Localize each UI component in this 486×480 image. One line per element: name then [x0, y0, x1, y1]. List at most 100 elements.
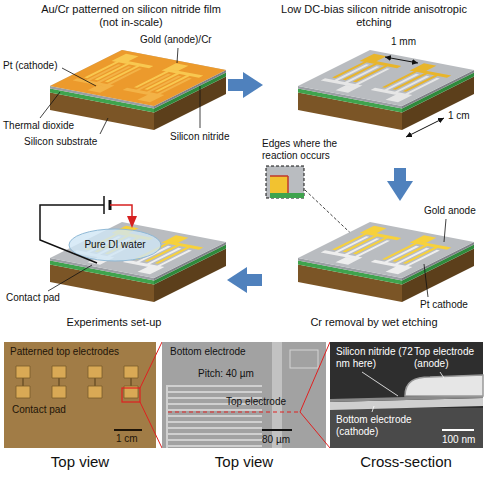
- micrograph-label: Bottom electrode: [170, 346, 246, 358]
- black-wire: [40, 205, 104, 263]
- top-electrode-band: [272, 342, 282, 448]
- part-label: Gold anode: [424, 205, 476, 217]
- leader-line: [440, 372, 444, 378]
- zoom-inset: [266, 166, 304, 198]
- scale-bar-label: 1 cm: [116, 433, 138, 445]
- zoom-line: [300, 342, 330, 412]
- micrograph-label: Silicon nitride (72 nm here): [336, 346, 416, 370]
- chip-slab: [298, 222, 474, 302]
- dimension-line: [406, 118, 444, 137]
- scale-bar: [114, 429, 142, 431]
- step-caption: Experiments set-up: [0, 316, 228, 329]
- part-label: Pt (cathode): [3, 60, 57, 72]
- scale-bar: [262, 429, 292, 431]
- callout-note: Edges where the reaction occurs: [262, 138, 354, 162]
- electrode-pattern: [311, 226, 462, 274]
- electrode-pattern: [311, 54, 462, 102]
- photo-top-view: [4, 342, 156, 448]
- micrograph-label: Bottom electrode (cathode): [336, 414, 426, 438]
- photo-cross-section: [330, 342, 483, 448]
- step-heading: Au/Cr patterned on silicon nitride film …: [36, 3, 226, 29]
- scale-bar: [442, 429, 474, 431]
- substrate-region: [330, 408, 483, 448]
- chip-drawing: [50, 222, 226, 302]
- view-caption: Top view: [20, 453, 140, 471]
- zoom-line: [300, 412, 330, 448]
- leader-line: [177, 48, 178, 63]
- leader-line: [200, 86, 201, 128]
- micrograph-label: Top electrode (anode): [414, 346, 482, 370]
- leader-lines: [424, 219, 446, 297]
- photo-ground: [4, 342, 156, 448]
- inset-frame: [266, 166, 304, 198]
- electrode-pattern: [63, 54, 214, 102]
- red-probe: [127, 216, 137, 228]
- dimension-label: 1 cm: [448, 110, 470, 122]
- scale-bar-label: 80 µm: [262, 434, 290, 446]
- part-label: Pt cathode: [420, 299, 468, 311]
- photo-top-view: [162, 342, 326, 448]
- zoom-line: [140, 342, 162, 388]
- top-electrode-shape: [405, 375, 483, 396]
- wiring-traces: [23, 378, 131, 386]
- chip-drawing: [50, 50, 226, 130]
- view-caption: Cross-section: [346, 453, 466, 471]
- flow-arrow: [228, 79, 243, 91]
- leader-line: [372, 406, 374, 412]
- electrode-outline: [290, 350, 318, 368]
- part-label: Contact pad: [6, 292, 60, 304]
- leader-line: [100, 118, 108, 134]
- photo-ground: [330, 342, 483, 448]
- flow-arrow: [247, 274, 262, 286]
- micrograph-label: Patterned top electrodes: [10, 346, 119, 358]
- scale-bar-label: 100 nm: [442, 434, 475, 446]
- leader-lines: [362, 372, 444, 412]
- anode-comb: [80, 54, 213, 94]
- section-line: [168, 411, 300, 412]
- red-wire: [110, 205, 132, 217]
- bottom-electrode-fingers: [166, 386, 262, 448]
- leader-line: [48, 265, 92, 291]
- flow-arrow: [394, 168, 406, 181]
- chip-slab: [50, 50, 226, 130]
- process-step-panel: Cr removal by wet etching: [262, 200, 486, 334]
- part-label: Gold (anode)/Cr: [140, 34, 212, 46]
- dimension-label: 1 mm: [391, 36, 416, 48]
- part-label: Pure DI water: [75, 239, 155, 251]
- chip-slab: [298, 50, 474, 130]
- battery-symbol: [103, 196, 105, 214]
- reaction-edge: [287, 176, 289, 193]
- view-caption: Top view: [184, 453, 304, 471]
- water-droplet: [69, 229, 161, 261]
- process-step-panel: Experiments set-up: [0, 200, 228, 334]
- micrograph-label: Contact pad: [12, 404, 66, 416]
- step-caption: Cr removal by wet etching: [262, 316, 486, 329]
- chip-drawing: [298, 222, 474, 302]
- oxide-layer: [270, 193, 304, 198]
- electrode-pattern: [63, 226, 214, 274]
- chip-drawing: [298, 50, 474, 130]
- leader-line: [444, 219, 446, 242]
- dimension-label: Pitch: 40 µm: [198, 368, 254, 380]
- leader-line: [424, 264, 428, 297]
- anode-comb: [328, 54, 461, 94]
- anode-comb: [328, 226, 461, 266]
- part-label: Silicon nitride: [170, 131, 229, 143]
- part-label: Thermal dioxide: [3, 120, 74, 132]
- part-label: Silicon substrate: [24, 136, 97, 148]
- leader-line: [40, 92, 60, 118]
- leader-line: [362, 372, 398, 396]
- micrograph-label: Top electrode: [226, 396, 286, 408]
- photo-ground: [162, 342, 326, 448]
- reaction-edge: [270, 175, 288, 177]
- chip-slab: [50, 222, 226, 302]
- step-heading: Low DC-bias silicon nitride anisotropic …: [268, 3, 480, 29]
- leader-line: [62, 68, 96, 86]
- zoom-box: [122, 388, 140, 402]
- zoom-line: [140, 402, 162, 448]
